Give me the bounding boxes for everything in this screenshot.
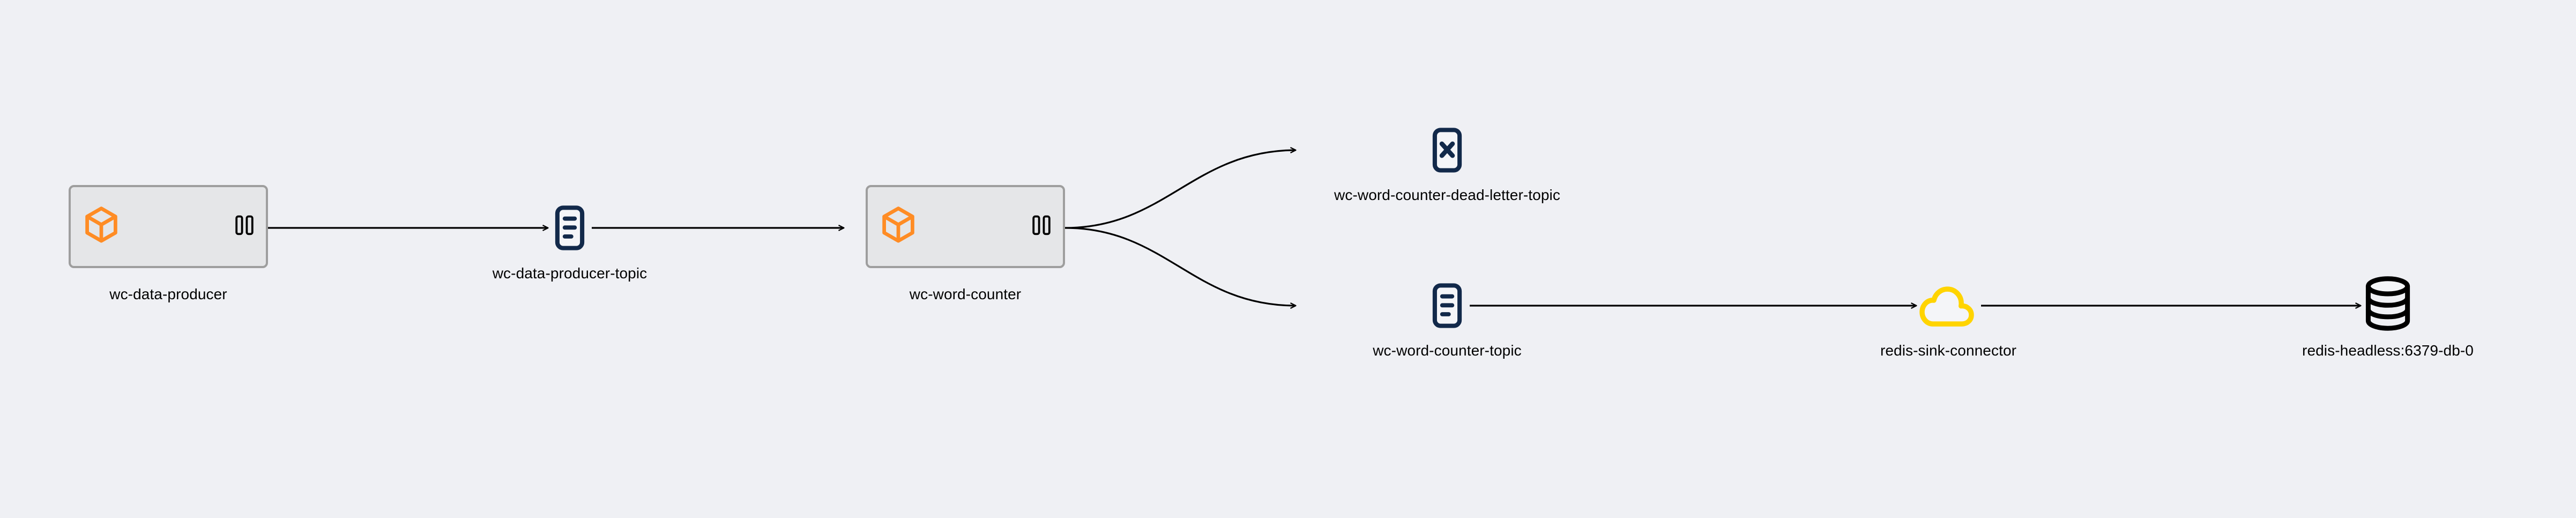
node-wc-word-counter-dead-letter-topic[interactable] xyxy=(1425,127,1469,176)
topic-icon xyxy=(1425,283,1469,331)
node-label-wc-data-producer-topic: wc-data-producer-topic xyxy=(492,265,647,282)
edge-word-counter-to-dead-letter-topic xyxy=(1064,150,1296,229)
topic-icon xyxy=(548,205,592,253)
node-wc-word-counter-topic[interactable] xyxy=(1425,283,1469,331)
node-redis-sink-connector[interactable] xyxy=(1916,281,1981,333)
node-wc-word-counter[interactable] xyxy=(866,185,1065,268)
edge-word-counter-to-word-counter-topic xyxy=(1064,227,1296,306)
node-redis-headless-db[interactable] xyxy=(2361,275,2415,335)
node-label-wc-word-counter: wc-word-counter xyxy=(909,286,1022,302)
cloud-icon xyxy=(1916,286,1981,332)
database-icon xyxy=(2361,276,2415,335)
node-label-redis-headless-db: redis-headless:6379-db-0 xyxy=(2302,342,2474,359)
node-wc-data-producer-topic[interactable] xyxy=(548,205,592,254)
node-label-wc-word-counter-dead-letter-topic: wc-word-counter-dead-letter-topic xyxy=(1334,187,1560,203)
cube-icon xyxy=(881,206,916,247)
node-label-redis-sink-connector: redis-sink-connector xyxy=(1880,342,2017,359)
cube-icon xyxy=(84,206,119,247)
pause-icon[interactable] xyxy=(235,214,254,239)
pause-icon[interactable] xyxy=(1032,214,1051,239)
node-label-wc-word-counter-topic: wc-word-counter-topic xyxy=(1373,342,1522,359)
node-wc-data-producer[interactable] xyxy=(69,185,268,268)
dead-letter-icon xyxy=(1425,128,1469,175)
node-label-wc-data-producer: wc-data-producer xyxy=(109,286,227,302)
